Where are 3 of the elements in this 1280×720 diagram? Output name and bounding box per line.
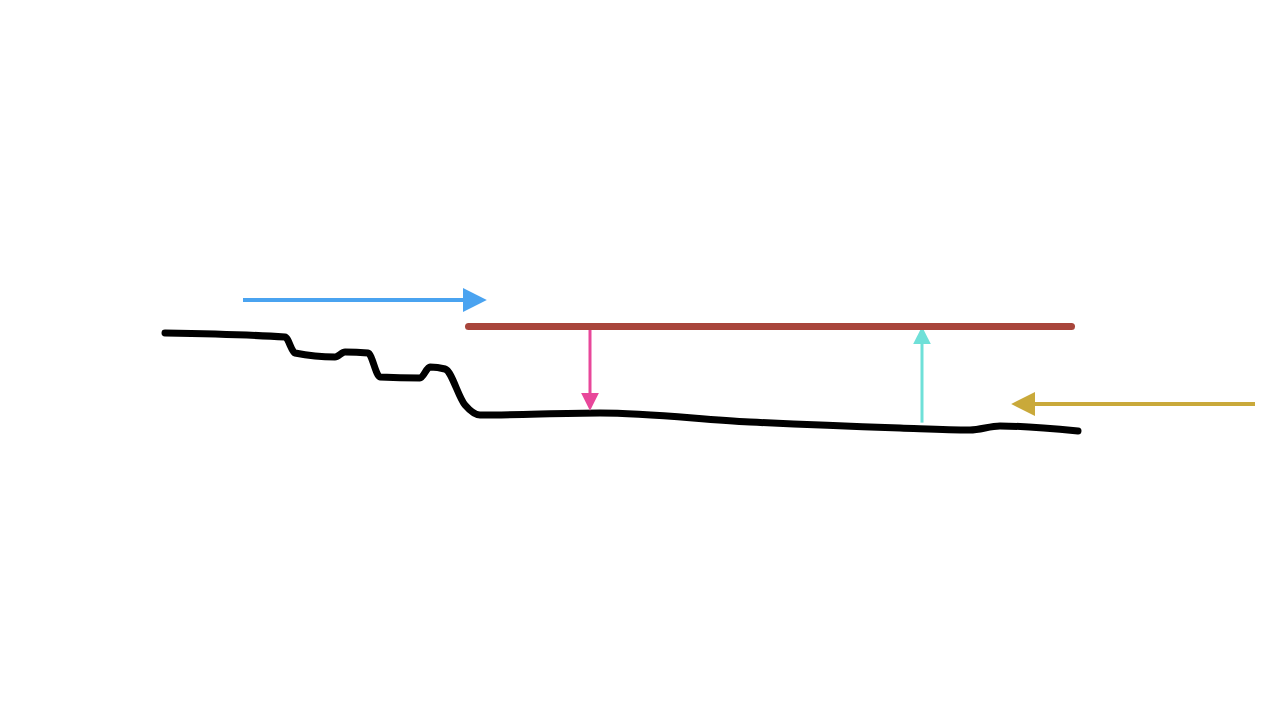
beam-bar <box>465 323 1075 330</box>
downward-arrow <box>581 330 599 411</box>
ground-profile-line <box>161 329 1082 435</box>
